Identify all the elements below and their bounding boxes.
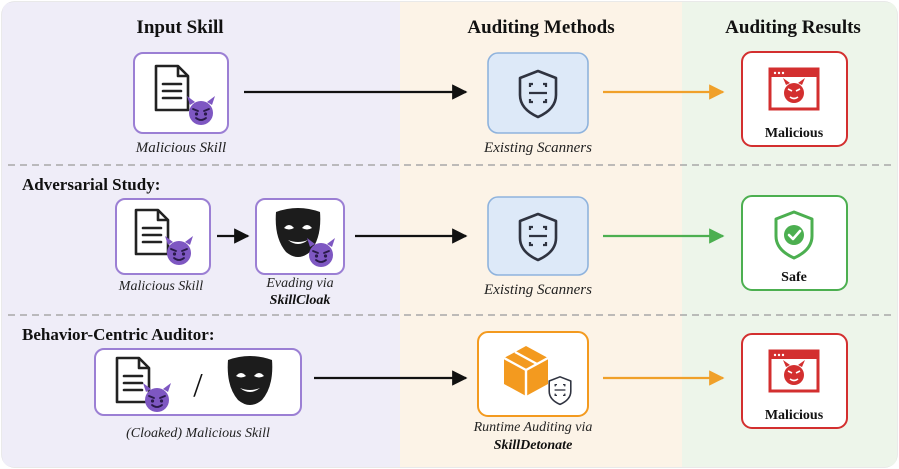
row2-evade-caption: Evading via bbox=[265, 276, 333, 291]
document-icon bbox=[154, 64, 190, 112]
slash-separator: / bbox=[193, 367, 203, 404]
column-header-methods: Auditing Methods bbox=[467, 17, 614, 38]
row3-result-card: Malicious bbox=[741, 333, 848, 429]
row2-result-label: Safe bbox=[781, 270, 807, 285]
shield-scan-icon bbox=[548, 375, 572, 406]
row2-skill-card bbox=[115, 198, 211, 275]
row3-skill-card: / bbox=[94, 348, 302, 416]
row3-skill-caption: (Cloaked) Malicious Skill bbox=[126, 426, 270, 441]
row3-skilldetonate-label: SkillDetonate bbox=[494, 438, 573, 453]
row3-runtime-card bbox=[477, 331, 589, 417]
row1-scanner-card bbox=[487, 52, 589, 134]
row2-result-card: Safe bbox=[741, 195, 848, 291]
malicious-window-icon bbox=[768, 67, 820, 111]
row1-skill-caption: Malicious Skill bbox=[135, 140, 226, 156]
document-icon bbox=[115, 356, 151, 404]
column-header-results: Auditing Results bbox=[725, 17, 861, 38]
row2-cloak-card bbox=[255, 198, 345, 275]
row2-scanner-card bbox=[487, 196, 589, 276]
document-icon bbox=[134, 208, 170, 256]
section-title-adversarial: Adversarial Study: bbox=[22, 175, 160, 194]
row2-scanner-caption: Existing Scanners bbox=[483, 282, 592, 298]
column-header-input: Input Skill bbox=[136, 17, 223, 38]
section-title-behavior: Behavior-Centric Auditor: bbox=[22, 325, 214, 344]
shield-check-icon bbox=[774, 210, 814, 260]
row3-runtime-caption: Runtime Auditing via bbox=[473, 420, 593, 435]
row1-skill-card bbox=[133, 52, 229, 134]
cube-sandbox-icon bbox=[503, 346, 549, 396]
row2-skillcloak-label: SkillCloak bbox=[270, 293, 331, 308]
row3-result-label: Malicious bbox=[765, 408, 824, 423]
row1-result-label: Malicious bbox=[765, 126, 824, 141]
row1-result-card: Malicious bbox=[741, 51, 848, 147]
row2-skill-caption: Malicious Skill bbox=[118, 279, 203, 294]
row1-scanner-caption: Existing Scanners bbox=[483, 140, 592, 156]
malicious-window-icon bbox=[768, 349, 820, 393]
